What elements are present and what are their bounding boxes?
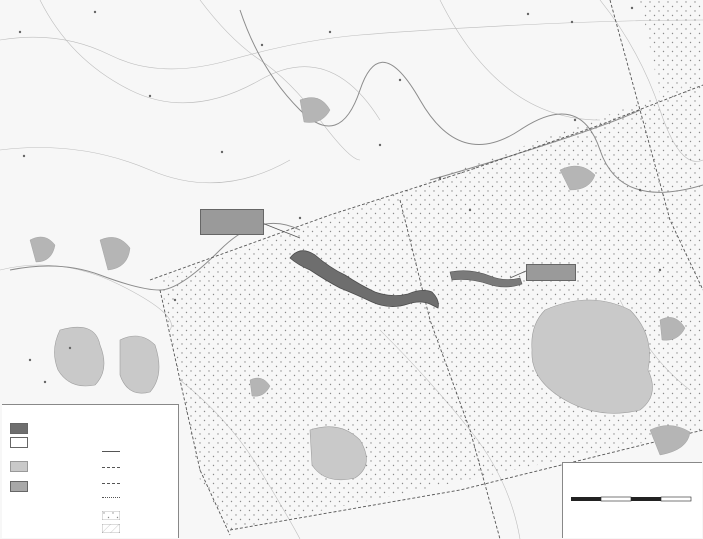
legend-stipple [102, 511, 124, 520]
place-markers [18, 6, 662, 384]
dam-leader-line [261, 222, 301, 239]
legend-line-river [102, 451, 124, 452]
legend-item-lake [10, 461, 32, 472]
legend-panel [2, 404, 179, 538]
scale-bar-panel [562, 462, 702, 538]
boundary-line-icon [102, 483, 120, 484]
legend-item-wetland [10, 481, 32, 492]
scale-bar-icon [571, 496, 692, 502]
road-line-icon [102, 467, 120, 468]
reservoir-callout [526, 264, 576, 281]
hatch-area-icon [102, 524, 120, 533]
dam-callout [200, 209, 264, 235]
reservoir-arm-east [449, 270, 523, 288]
legend-item-reservoir [10, 423, 32, 434]
stipple-area-icon [102, 511, 120, 520]
reservoir-leader-line [509, 270, 527, 279]
reservoir-shape [289, 250, 439, 309]
wetland-patches [29, 97, 691, 456]
legend-item-watershed [10, 437, 32, 448]
legend-line-rail [102, 497, 124, 498]
lake-polygons [54, 299, 653, 481]
boundary-lines [149, 0, 703, 539]
legend-hatch [102, 524, 124, 533]
study-area-stipple-north [640, 0, 703, 95]
lake-swatch-icon [10, 461, 28, 472]
watershed-swatch-icon [10, 437, 28, 448]
river-line-icon [102, 451, 120, 452]
legend-line-road [102, 467, 124, 468]
wetland-swatch-icon [10, 481, 28, 492]
reservoir-swatch-icon [10, 423, 28, 434]
rail-line-icon [102, 497, 120, 498]
legend-line-boundary [102, 483, 124, 484]
